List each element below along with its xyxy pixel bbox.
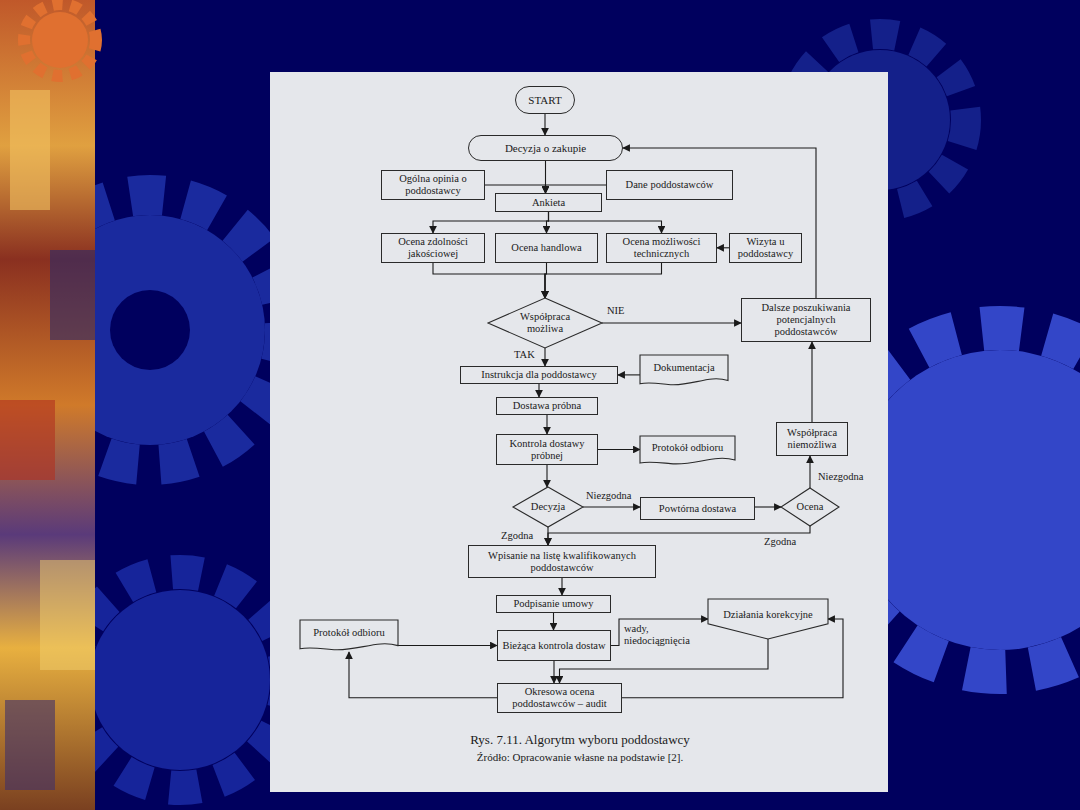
node-text: Powtórna dostawa <box>659 503 736 515</box>
flow-arrow <box>717 247 729 248</box>
input-box: Dane poddostawców <box>606 170 733 200</box>
input-box: Wizyta u poddostawcy <box>729 233 802 263</box>
flow-arrow <box>485 185 546 193</box>
node-text: Okresowa ocena poddostawców – audit <box>502 686 617 710</box>
node-text: Dane poddostawców <box>626 179 714 191</box>
flow-arrow <box>622 619 843 698</box>
document-shape: Protokół odbioru <box>640 436 735 466</box>
gear <box>72 572 288 788</box>
flow-arrow <box>553 613 554 630</box>
decision-diamond: Współpraca możliwa <box>488 298 602 348</box>
edge-label: Niezgodna <box>585 490 632 502</box>
figure-caption: Rys. 7.11. Algorytm wyboru poddostawcy <box>290 732 870 748</box>
process-box: Bieżąca kontrola dostaw <box>497 630 611 661</box>
flow-arrow <box>544 348 545 366</box>
edge-label: Zgodna <box>500 530 534 542</box>
node-text: Podpisanie umowy <box>513 598 593 610</box>
action-shape: Działania korekcyjne <box>708 599 828 639</box>
flow-arrow <box>611 619 708 646</box>
process-box: Ankieta <box>495 193 602 212</box>
flow-arrow <box>546 185 607 193</box>
flow-arrow <box>433 212 549 233</box>
flow-arrow <box>755 506 781 507</box>
node-text: Decyzja o zakupie <box>505 142 586 154</box>
process-box: Dalsze poszukiwania potencjalnych poddos… <box>741 298 871 342</box>
flow-arrow <box>598 449 640 450</box>
node-text: Ocena handlowa <box>511 242 581 254</box>
collage-strip <box>0 0 96 810</box>
process-box: Wpisanie na listę kwalifikowanych poddos… <box>468 545 656 578</box>
node-text: Protokół odbioru <box>652 442 723 454</box>
node-text: Ogólna opinia o poddostawcy <box>386 173 480 197</box>
node-text: Współpraca niemożliwa <box>781 427 843 451</box>
process-box: Podpisanie umowy <box>496 595 611 613</box>
process-box: Powtórna dostawa <box>640 497 755 520</box>
process-box: Instrukcja dla poddostawcy <box>460 366 618 384</box>
node-text: Protokół odbioru <box>313 627 384 639</box>
flow-arrow <box>811 342 812 422</box>
process-box: Dostawa próbna <box>496 397 598 415</box>
node-text: Dostawa próbna <box>513 400 582 412</box>
process-box: Ocena handlowa <box>495 233 598 263</box>
source-note: Źródło: Opracowanie własne na podstawie … <box>290 751 870 763</box>
node-text: Bieżąca kontrola dostaw <box>502 640 605 652</box>
process-box: Ocena zdolności jakościowej <box>381 233 485 263</box>
process-box: Okresowa ocena poddostawców – audit <box>497 683 622 713</box>
flow-arrow <box>433 263 545 298</box>
node-text: Wpisanie na listę kwalifikowanych poddos… <box>473 550 651 574</box>
flow-arrow <box>544 114 545 135</box>
flow-arrow <box>538 384 539 397</box>
flow-arrow <box>549 212 662 233</box>
document-shape: Protokół odbioru <box>300 620 398 652</box>
decision-diamond: Decyzja <box>513 487 583 527</box>
node-text: Ocena zdolności jakościowej <box>386 236 480 260</box>
flow-arrow <box>547 527 548 545</box>
flow-arrow <box>545 263 662 298</box>
edge-label: wady, niedociągnięcia <box>623 623 705 647</box>
flow-arrow <box>553 661 554 683</box>
process-box: Kontrola dostawy próbnej <box>496 434 598 465</box>
flow-arrow <box>583 506 640 507</box>
edge-label: Zgodna <box>763 536 797 548</box>
document-shape: Dokumentacja <box>640 355 728 387</box>
edge-label: TAK <box>513 349 536 361</box>
node-text: Ocena możliwości technicznych <box>611 236 712 260</box>
node-text: Dalsze poszukiwania potencjalnych poddos… <box>746 302 866 337</box>
node-text: Kontrola dostawy próbnej <box>501 438 593 462</box>
node-text: Dokumentacja <box>653 362 714 374</box>
edge-label: Niezgodna <box>817 471 864 483</box>
flow-arrow <box>602 322 741 323</box>
flow-arrow <box>546 465 547 487</box>
edge-label: NIE <box>606 305 626 317</box>
node-text: Ocena <box>797 501 824 513</box>
node-text: START <box>528 94 561 106</box>
node-text: Wizyta u poddostawcy <box>734 236 797 260</box>
flow-arrow <box>809 456 810 488</box>
start-terminator: START <box>515 86 575 114</box>
flow-arrow <box>349 652 497 698</box>
node-text: Decyzja <box>531 501 565 513</box>
input-box: Ogólna opinia o poddostawcy <box>381 170 485 200</box>
flow-arrow <box>618 374 640 375</box>
node-text: Działania korekcyjne <box>723 609 813 621</box>
decision-diamond: Ocena <box>781 488 839 526</box>
flow-arrow <box>398 645 497 646</box>
flow-arrow <box>546 415 547 434</box>
node-text: Ankieta <box>532 197 565 209</box>
node-text: Instrukcja dla poddostawcy <box>481 369 596 381</box>
process-box: Ocena możliwości technicznych <box>606 233 717 263</box>
node-text: Współpraca możliwa <box>508 311 582 335</box>
flow-arrow <box>561 578 562 595</box>
process-terminator: Decyzja o zakupie <box>468 135 623 161</box>
process-box: Współpraca niemożliwa <box>776 422 848 456</box>
